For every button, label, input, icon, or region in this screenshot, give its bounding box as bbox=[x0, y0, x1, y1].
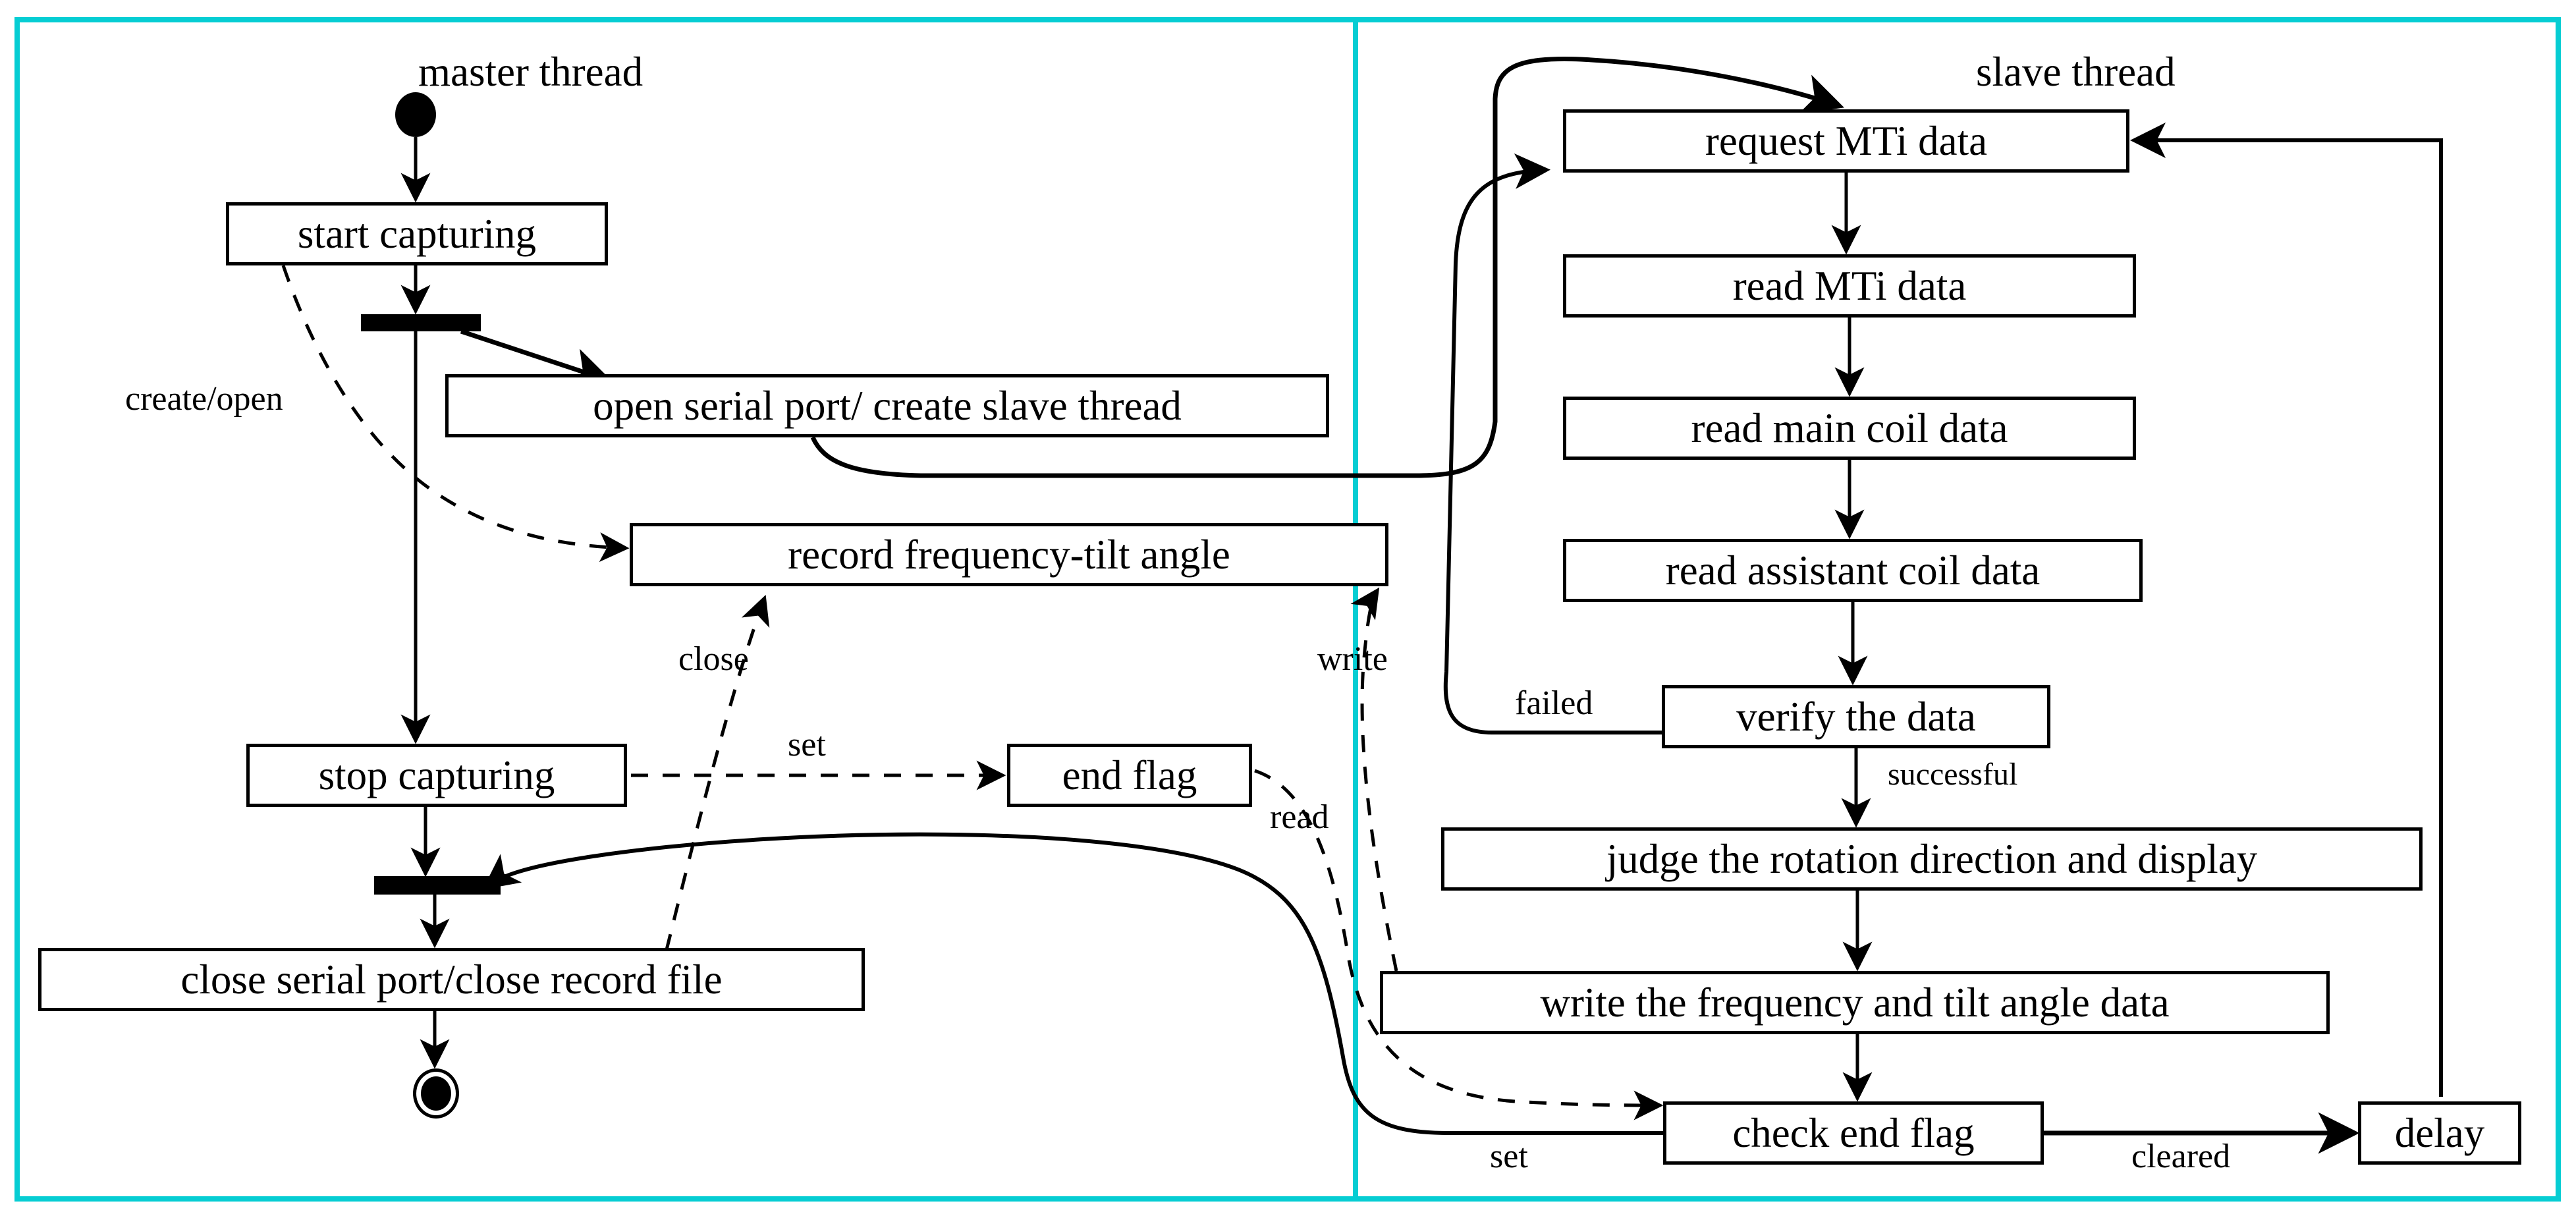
delay-loop-edge bbox=[2130, 123, 2443, 1097]
node-final-node[interactable] bbox=[413, 1068, 459, 1119]
node-check-end-flag[interactable] bbox=[1663, 1101, 2044, 1165]
node-close-serial-port[interactable] bbox=[38, 948, 865, 1011]
node-start-capturing[interactable] bbox=[226, 202, 608, 265]
node-open-serial-port[interactable] bbox=[445, 374, 1329, 437]
node-stop-capturing[interactable] bbox=[246, 744, 627, 807]
node-fork-bar[interactable] bbox=[361, 314, 481, 331]
node-start-node[interactable] bbox=[395, 92, 436, 137]
slave-flow-edges bbox=[1831, 173, 2360, 1154]
node-read-assist-coil[interactable] bbox=[1563, 539, 2143, 602]
node-end-flag[interactable] bbox=[1007, 744, 1252, 807]
node-judge-rotation[interactable] bbox=[1441, 827, 2423, 891]
final-node-core bbox=[421, 1076, 451, 1111]
node-write-freq-tilt[interactable] bbox=[1380, 971, 2330, 1034]
node-record-freq-tilt[interactable] bbox=[630, 523, 1388, 586]
create-slave-thread-edge bbox=[810, 56, 1844, 478]
node-read-main-coil[interactable] bbox=[1563, 397, 2136, 460]
node-join-bar[interactable] bbox=[374, 876, 501, 895]
failed-loop-edge bbox=[1443, 153, 1662, 734]
master-flow-edges bbox=[400, 137, 613, 1069]
node-request-mti[interactable] bbox=[1563, 109, 2129, 173]
master-dashed-edges: record frequency-tilt angle --> end flag… bbox=[281, 265, 1664, 1121]
node-read-mti[interactable] bbox=[1563, 254, 2136, 318]
node-delay[interactable] bbox=[2358, 1101, 2521, 1165]
node-verify-data[interactable] bbox=[1662, 685, 2050, 748]
set-return-edge bbox=[482, 832, 1663, 1135]
